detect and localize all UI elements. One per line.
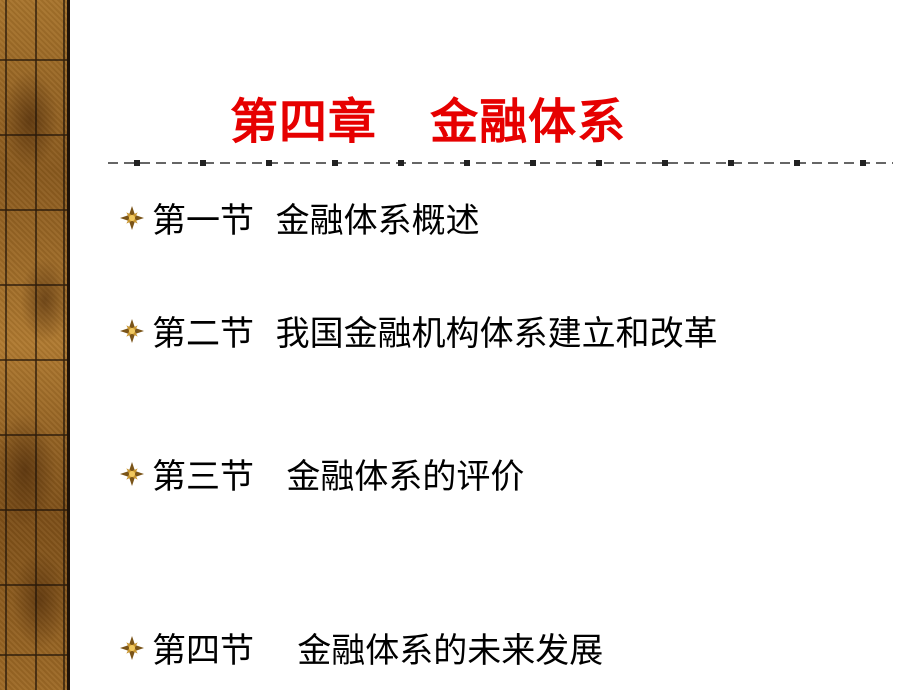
star-burst-icon (120, 461, 144, 486)
list-item-label: 第三节 金融体系的评价 (152, 457, 525, 497)
list-item-label: 第一节 金融体系概述 (152, 201, 480, 241)
star-burst-icon (120, 318, 144, 343)
star-burst-icon (120, 635, 144, 660)
list-item: 第一节 金融体系概述 (118, 193, 480, 242)
list-item-label: 第二节 我国金融机构体系建立和改革 (152, 314, 718, 354)
slide-title: 第四章 金融体系 (230, 94, 627, 150)
list-item: 第三节 金融体系的评价 (118, 449, 524, 498)
decorative-side-strip (0, 0, 70, 690)
list-item: 第二节 我国金融机构体系建立和改革 (118, 306, 718, 355)
strip-grid-lines (0, 0, 67, 690)
title-divider (108, 160, 893, 166)
list-item-label: 第四节 金融体系的未来发展 (152, 631, 604, 671)
list-item: 第四节 金融体系的未来发展 (118, 623, 603, 672)
star-burst-icon (120, 205, 144, 230)
